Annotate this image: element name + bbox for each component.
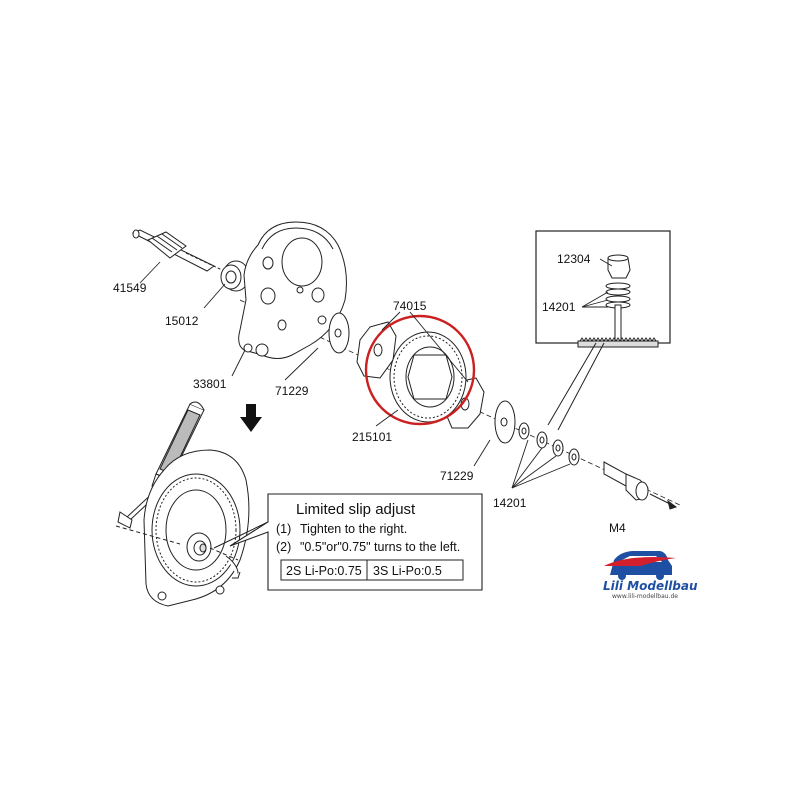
part-labels: 41549 15012 33801 71229 74015 215101 712… [113, 252, 626, 535]
down-arrow-icon [240, 404, 262, 432]
label-215101: 215101 [352, 430, 392, 444]
label-14201-inset: 14201 [542, 300, 576, 314]
label-14201: 14201 [493, 496, 527, 510]
highlight-circle [364, 314, 476, 426]
bearing [220, 260, 250, 292]
label-71229-right: 71229 [440, 469, 474, 483]
adjust-box: Limited slip adjust (1) Tighten to the r… [229, 493, 483, 591]
spur-gear [389, 331, 467, 423]
label-12304: 12304 [557, 252, 591, 266]
label-41549: 41549 [113, 281, 147, 295]
belleville-washers [518, 422, 580, 466]
brand-logo: Lili Modellbau www.lili-modellbau.de [603, 551, 698, 600]
leader-lines [139, 261, 571, 489]
washer-right [494, 400, 516, 444]
gear-plate [238, 221, 347, 359]
step1-text: Tighten to the right. [300, 522, 407, 536]
step1-number: (1) [276, 522, 291, 536]
lock-nut [603, 461, 678, 510]
detail-inset [535, 230, 671, 431]
adjust-title: Limited slip adjust [296, 501, 416, 518]
pinion-gear [147, 231, 187, 259]
label-m4: M4 [609, 521, 626, 535]
pinion-shaft [131, 229, 223, 272]
label-74015: 74015 [393, 299, 427, 313]
step2-number: (2) [276, 540, 291, 554]
label-15012: 15012 [165, 314, 199, 328]
brand-name: Lili Modellbau [603, 579, 698, 593]
label-33801: 33801 [193, 377, 227, 391]
assembled-view [115, 449, 269, 607]
table-cell-3s: 3S Li-Po:0.5 [373, 564, 442, 578]
washer-left [328, 312, 350, 354]
brand-url: www.lili-modellbau.de [612, 593, 678, 600]
table-cell-2s: 2S Li-Po:0.75 [286, 564, 362, 578]
label-71229-left: 71229 [275, 384, 309, 398]
step2-text: "0.5"or"0.75" turns to the left. [300, 540, 460, 554]
